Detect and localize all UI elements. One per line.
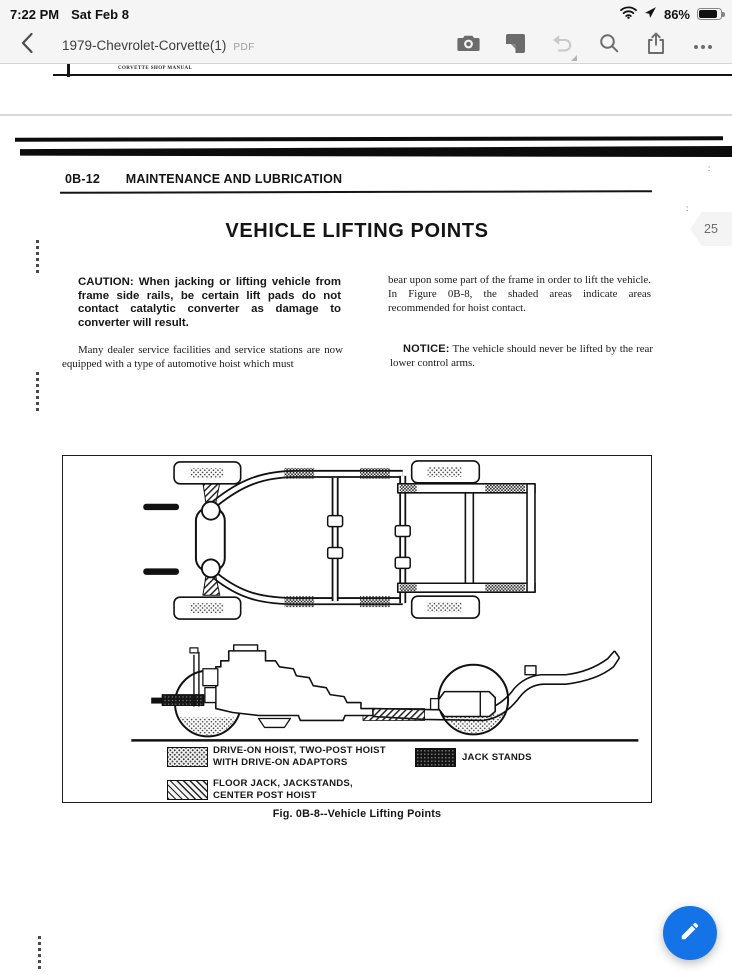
camera-button[interactable] <box>451 29 485 63</box>
undo-icon <box>551 34 573 57</box>
status-time: 7:22 PM <box>10 6 60 22</box>
chassis-top-view <box>143 460 536 620</box>
previous-page-rule <box>53 74 732 77</box>
scan-artifact <box>67 64 70 77</box>
scan-artifact <box>38 936 41 972</box>
body-paragraph-right: bear upon some part of the frame in orde… <box>388 274 651 314</box>
camera-icon <box>456 34 480 57</box>
document-title: 1979-Chevrolet-Corvette(1) PDF <box>62 38 255 53</box>
legend-line: DRIVE-ON HOIST, TWO-POST HOIST <box>213 745 386 756</box>
search-icon <box>599 33 619 58</box>
section-title: MAINTENANCE AND LUBRICATION <box>125 172 343 186</box>
undo-button[interactable] <box>545 29 579 63</box>
pencil-icon <box>679 920 701 947</box>
share-icon <box>646 32 666 60</box>
legend-line: CENTER POST HOIST <box>213 789 317 801</box>
scan-artifact <box>36 372 39 412</box>
status-date: Sat Feb 8 <box>71 6 129 22</box>
toolbar: 1979-Chevrolet-Corvette(1) PDF <box>0 28 732 64</box>
status-right: 86% <box>620 6 725 22</box>
organize-pages-button[interactable] <box>498 29 532 63</box>
share-button[interactable] <box>639 29 673 63</box>
page-title: VEHICLE LIFTING POINTS <box>225 220 489 242</box>
section-code: 0B-12 <box>65 172 101 186</box>
location-arrow-icon <box>644 6 657 22</box>
more-icon <box>693 37 713 55</box>
scan-artifact: : <box>708 164 711 173</box>
annotate-fab-button[interactable] <box>663 906 717 960</box>
legend-line: JACK STANDS <box>462 752 532 763</box>
legend-line: WITH DRIVE-ON ADAPTORS <box>213 756 348 768</box>
legend-line: FLOOR JACK, JACKSTANDS, <box>213 778 353 789</box>
pdf-page-area[interactable]: CORVETTE SHOP MANUAL : : 0B-12 MAINTENAN… <box>0 64 732 975</box>
more-button[interactable] <box>686 29 720 63</box>
status-bar: 7:22 PM Sat Feb 8 86% <box>0 0 732 28</box>
notice-label: NOTICE: <box>403 343 450 355</box>
scan-artifact <box>14 136 724 142</box>
vehicle-lifting-figure: DRIVE-ON HOIST, TWO-POST HOIST WITH DRIV… <box>62 455 652 803</box>
organize-pages-icon <box>505 33 525 58</box>
legend-label-floor-jack: FLOOR JACK, JACKSTANDS, CENTER POST HOIS… <box>213 778 353 801</box>
figure-drawing <box>131 460 639 742</box>
document-type-badge: PDF <box>233 42 255 53</box>
figure-caption: Fig. 0B-8--Vehicle Lifting Points <box>272 808 442 820</box>
legend-swatch-drive-on-hoist <box>167 747 208 767</box>
undo-more-indicator <box>571 54 577 61</box>
battery-percent: 86% <box>663 6 690 22</box>
page-number: 25 <box>704 222 718 236</box>
legend-swatch-floor-jack <box>167 780 208 800</box>
running-header: 0B-12 MAINTENANCE AND LUBRICATION <box>65 172 342 186</box>
legend-label-jack-stands: JACK STANDS <box>462 752 532 764</box>
scan-artifact: : <box>686 204 689 213</box>
battery-icon <box>697 7 725 21</box>
back-button[interactable] <box>12 31 42 61</box>
back-icon <box>21 32 33 59</box>
wifi-icon <box>620 6 637 22</box>
legend-label-drive-on-hoist: DRIVE-ON HOIST, TWO-POST HOIST WITH DRIV… <box>213 745 386 768</box>
notice-text: The vehicle should never be lifted by th… <box>390 343 654 369</box>
status-left: 7:22 PM Sat Feb 8 <box>10 7 129 22</box>
notice-paragraph: NOTICE: The vehicle should never be lift… <box>390 342 653 371</box>
caution-paragraph: CAUTION: When jacking or lifting vehicle… <box>78 276 341 330</box>
previous-page-footer: CORVETTE SHOP MANUAL <box>118 66 193 71</box>
legend-swatch-jack-stands <box>415 748 456 767</box>
search-button[interactable] <box>592 29 626 63</box>
body-paragraph-left: Many dealer service facilities and servi… <box>62 344 343 370</box>
scan-artifact <box>36 240 39 274</box>
chassis-side-view <box>131 644 639 742</box>
scan-artifact <box>20 146 732 157</box>
document-title-text: 1979-Chevrolet-Corvette(1) <box>62 38 227 53</box>
page-separator <box>0 114 732 116</box>
header-rule <box>59 190 653 195</box>
